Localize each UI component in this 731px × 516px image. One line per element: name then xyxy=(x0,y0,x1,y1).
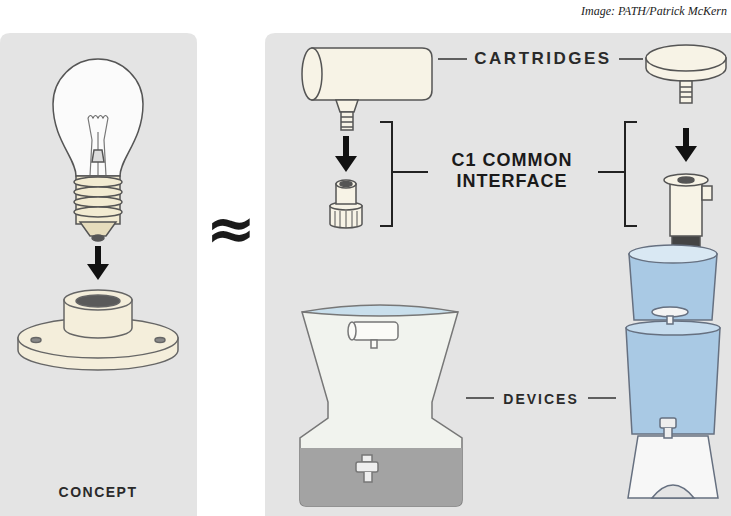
filter-device-tank xyxy=(300,312,462,506)
light-bulb xyxy=(74,197,122,207)
disk-connector xyxy=(670,180,702,236)
down-arrow xyxy=(87,264,109,280)
filter-device-tank xyxy=(300,305,462,506)
filter-device-bucket xyxy=(629,245,717,263)
text-holder: Image: PATH/Patrick McKern xyxy=(581,1,727,19)
panel-background xyxy=(0,33,731,516)
filter-device-bucket xyxy=(628,436,718,498)
light-bulb xyxy=(53,59,143,241)
light-bulb xyxy=(53,59,143,176)
light-bulb xyxy=(74,177,122,187)
filter-device-bucket xyxy=(667,316,673,324)
light-bulb xyxy=(80,222,116,236)
interface-bracket xyxy=(598,122,637,226)
interface-label: C1 COMMON INTERFACE xyxy=(432,150,592,191)
filter-device-tank xyxy=(348,322,356,340)
tube-connector xyxy=(330,180,362,228)
lamp-socket xyxy=(64,290,132,310)
down-arrow xyxy=(95,246,101,266)
filter-device-tank xyxy=(300,448,462,506)
filter-device-bucket xyxy=(629,254,717,320)
down-arrow xyxy=(683,128,689,148)
tube-cartridge xyxy=(341,117,353,127)
disk-cartridge xyxy=(646,45,726,71)
disk-cartridge xyxy=(646,45,726,103)
filter-device-tank xyxy=(364,472,372,482)
light-bulb xyxy=(74,207,122,217)
light-bulb xyxy=(88,116,108,119)
down-arrow xyxy=(343,136,349,158)
filter-device-bucket xyxy=(652,485,694,498)
tube-connector xyxy=(340,182,352,187)
disk-connector xyxy=(678,177,694,183)
tube-cartridge xyxy=(341,112,353,130)
light-bulb xyxy=(88,118,108,176)
filter-device-tank xyxy=(356,462,378,472)
light-bulb xyxy=(92,150,104,162)
panel-title: CONCEPT xyxy=(59,484,138,501)
tube-connector xyxy=(335,211,357,228)
tube-cartridge xyxy=(302,48,322,100)
light-bulb xyxy=(92,235,104,241)
lamp-socket xyxy=(31,338,41,343)
disk-cartridge xyxy=(680,87,692,97)
lamp-socket xyxy=(18,290,178,370)
filter-device-bucket xyxy=(664,428,672,438)
light-bulb xyxy=(74,187,122,197)
text-holder: CONCEPT xyxy=(8,483,188,501)
down-arrow xyxy=(675,146,697,162)
disk-connector xyxy=(702,186,712,200)
filter-device-bucket xyxy=(660,418,676,428)
lamp-socket xyxy=(155,338,165,343)
text-holder: ≈ xyxy=(196,198,266,258)
lamp-socket xyxy=(76,295,120,307)
tube-cartridge xyxy=(302,48,432,130)
down-arrow xyxy=(335,156,357,172)
interface-panel: CARTRIDGES C1 COMMON INTERFACE DEVICES xyxy=(265,33,731,516)
disk-cartridge xyxy=(680,81,692,103)
disk-connector xyxy=(664,174,708,186)
text-holder: C1 COMMON INTERFACE xyxy=(432,150,592,191)
filter-device-bucket xyxy=(626,328,720,434)
tube-connector xyxy=(336,180,356,188)
approx-symbol: ≈ xyxy=(206,198,256,258)
dash-line xyxy=(438,59,643,398)
concept-panel: CONCEPT xyxy=(0,33,197,516)
filter-device-tank xyxy=(371,340,377,348)
tube-cartridge xyxy=(336,100,358,112)
group-label: DEVICES xyxy=(503,391,578,408)
filter-device-tank xyxy=(302,305,458,316)
image-credit: Image: PATH/Patrick McKern xyxy=(581,4,727,18)
interface-bracket xyxy=(380,122,428,226)
text-holder: DEVICES xyxy=(466,390,616,408)
filter-device-bucket xyxy=(626,245,720,498)
interface-bracket xyxy=(380,122,637,226)
panel-background xyxy=(265,33,731,516)
group-label: CARTRIDGES xyxy=(474,49,611,69)
tube-cartridge xyxy=(312,48,432,100)
filter-device-tank xyxy=(362,455,372,462)
text-holder: CARTRIDGES xyxy=(438,49,648,69)
panel-background xyxy=(0,33,197,516)
filter-device-tank xyxy=(352,322,398,340)
